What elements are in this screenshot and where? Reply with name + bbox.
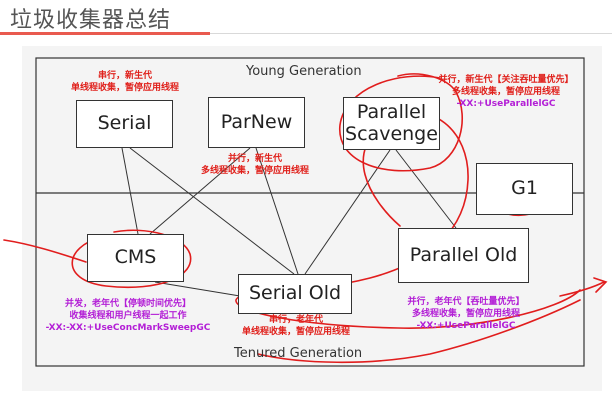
parallel-old-note-line2: 多线程收集，暂停应用线程 [411, 309, 520, 319]
connector-cms-serialold [154, 281, 241, 297]
parallel-scavenge-note-line1: 并行，新生代【关注吞吐量优先】 [438, 75, 574, 85]
serial-collector-label: Serial [97, 112, 152, 135]
parnew-note: 并行，新生代 多线程收集，暂停应用线程 [190, 153, 320, 177]
parallel-scavenge-note-line2: 多线程收集，暂停应用线程 [451, 87, 560, 97]
arrow-right-edge [559, 281, 605, 297]
parallel-scavenge-label-line1: Parallel [356, 100, 427, 123]
serial-old-collector-label: Serial Old [248, 282, 342, 305]
serial-old-note-line1: 串行，老年代 [268, 315, 323, 325]
cms-note: 并发，老年代【停顿时间优先】 收集线程和用户线程一起工作 -XX:-XX:+Us… [40, 298, 216, 334]
g1-collector-label: G1 [511, 177, 538, 200]
compatibility-connectors [121, 147, 457, 297]
parallel-scavenge-collector-box: Parallel Scavenge [343, 97, 440, 150]
serial-collector-box: Serial [76, 100, 173, 148]
cms-note-line1: 并发，老年代【停顿时间优先】 [64, 299, 191, 309]
title-divider [0, 33, 612, 34]
serial-note: 串行，新生代 单线程收集，暂停应用线程 [62, 70, 188, 94]
parnew-note-line2: 多线程收集，暂停应用线程 [200, 166, 309, 176]
cms-note-line2: 收集线程和用户线程一起工作 [69, 311, 187, 321]
parallel-scavenge-note-flag: -XX:+UseParallelGC [456, 99, 556, 109]
arrow-left-edge [3, 239, 87, 263]
serial-note-line2: 单线程收集，暂停应用线程 [70, 83, 179, 93]
serial-old-note: 串行，老年代 单线程收集，暂停应用线程 [233, 314, 359, 338]
parallel-old-collector-box: Parallel Old [398, 228, 529, 283]
connector-ps-parallelold [395, 149, 457, 229]
circle-parallel-scavenge [339, 73, 463, 172]
parallel-scavenge-note: 并行，新生代【关注吞吐量优先】 多线程收集，暂停应用线程 -XX:+UsePar… [428, 74, 584, 110]
connector-ps-serialold [304, 149, 391, 275]
underline-tenured [257, 299, 581, 364]
g1-collector-box: G1 [476, 163, 573, 215]
tenured-generation-label: Tenured Generation [234, 346, 363, 361]
parallel-old-note-flag: -XX:+UseParallelGC [416, 321, 516, 331]
title-accent-bar [0, 32, 210, 35]
connector-serial-cms [121, 147, 139, 235]
parallel-old-collector-label: Parallel Old [409, 243, 518, 266]
serial-note-line1: 串行，新生代 [97, 71, 152, 81]
connector-serial-serialold [129, 147, 295, 275]
serial-old-note-line2: 单线程收集，暂停应用线程 [241, 327, 350, 337]
parnew-note-line1: 并行，新生代 [227, 154, 282, 164]
young-generation-label: Young Generation [246, 64, 362, 79]
serial-old-collector-box: Serial Old [238, 274, 352, 314]
generation-frame [35, 57, 585, 367]
page-title: 垃圾收集器总结 [10, 8, 172, 33]
parnew-collector-label: ParNew [220, 110, 293, 133]
connector-parnew-serialold [255, 147, 299, 275]
cms-collector-box: CMS [87, 234, 184, 282]
parnew-collector-box: ParNew [208, 97, 305, 148]
connector-parnew-cms [149, 147, 251, 235]
parallel-old-note-line1: 并行，老年代【吞吐量优先】 [407, 297, 525, 307]
cms-collector-label: CMS [114, 246, 157, 269]
cms-note-flag: -XX:-XX:+UseConcMarkSweepGC [45, 323, 211, 333]
parallel-old-note: 并行，老年代【吞吐量优先】 多线程收集，暂停应用线程 -XX:+UseParal… [398, 296, 534, 332]
parallel-scavenge-label-line2: Scavenge [345, 122, 438, 145]
arrow-right-head [593, 277, 608, 293]
